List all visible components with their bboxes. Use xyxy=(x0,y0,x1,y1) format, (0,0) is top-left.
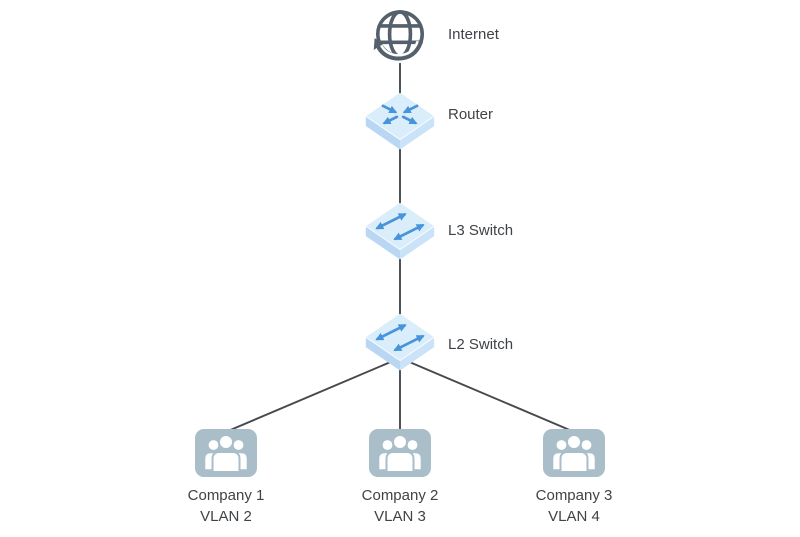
switch-left-face xyxy=(365,226,400,260)
company-name: Company 3 xyxy=(535,487,613,504)
globe-arrowhead xyxy=(373,38,384,50)
internet-label: Internet xyxy=(448,26,499,43)
users-icon xyxy=(195,429,257,477)
vlan-label: VLAN 4 xyxy=(548,507,600,525)
l3-switch-icon xyxy=(365,202,435,260)
switch-right-face xyxy=(400,226,435,260)
company2-label: Company 2 VLAN 3 xyxy=(330,486,470,527)
l2-switch-icon xyxy=(365,313,435,371)
l2-switch-label: L2 Switch xyxy=(448,336,514,353)
company-name: Company 1 xyxy=(187,487,265,504)
link-l2switch-company1 xyxy=(227,357,401,432)
switch-arrows xyxy=(375,324,425,352)
globe-icon xyxy=(373,10,426,64)
company1-label: Company 1 VLAN 2 xyxy=(156,486,296,527)
switch-right-face xyxy=(400,337,435,371)
vlan-label: VLAN 2 xyxy=(200,507,252,525)
router-arrows xyxy=(381,104,419,125)
router-icon xyxy=(365,92,435,150)
router-left-face xyxy=(365,116,400,150)
router-right-face xyxy=(400,116,435,150)
switch-arrows xyxy=(375,213,425,241)
users-icon xyxy=(369,429,431,477)
company3-label: Company 3 VLAN 4 xyxy=(504,486,644,527)
users-icon xyxy=(543,429,605,477)
router-top-face xyxy=(365,92,435,140)
company-name: Company 2 xyxy=(361,487,439,504)
link-l2switch-company3 xyxy=(399,357,573,432)
vlan-label: VLAN 3 xyxy=(374,507,426,525)
switch-left-face xyxy=(365,337,400,371)
router-label: Router xyxy=(448,106,494,123)
l3-switch-label: L3 Switch xyxy=(448,222,514,239)
globe-arrow xyxy=(376,40,423,61)
